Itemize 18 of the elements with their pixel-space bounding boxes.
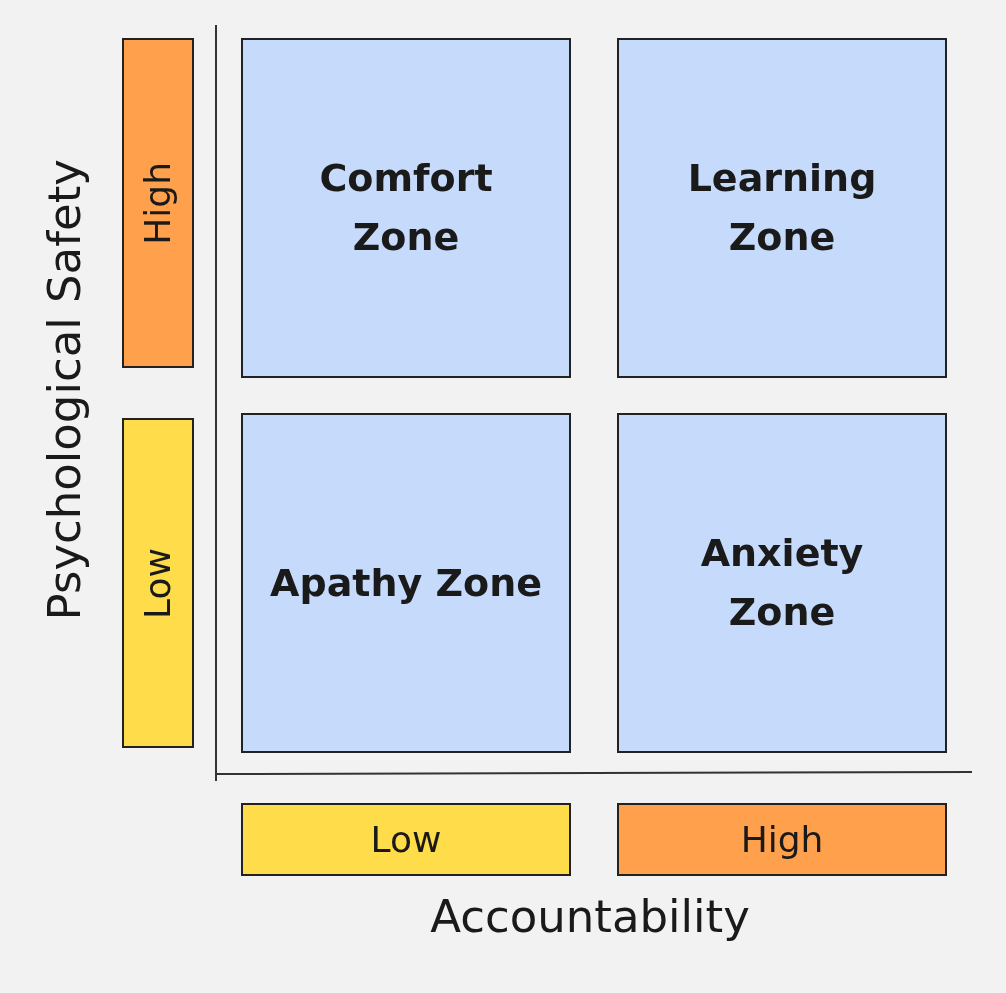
level-label: Low [370,819,442,860]
level-bar [122,418,194,748]
quadrant-box [241,38,571,378]
level-bar [241,803,571,876]
level-bar [617,803,947,876]
quadrant-label: Comfort Zone [318,155,494,261]
quadrant-label: Anxiety Zone [699,530,865,636]
level-label: High [138,161,178,245]
quadrant-box [617,38,947,378]
quadrant-label: Apathy Zone [269,559,543,607]
level-label: High [740,819,824,860]
quadrant-box [617,413,947,753]
level-bar [122,38,194,368]
level-label: Low [138,547,178,619]
axis-title: Psychological Safety [39,159,91,621]
quadrant-label: Learning Zone [686,155,878,261]
axis-title: Accountability [430,891,750,943]
quadrant-box [241,413,571,753]
